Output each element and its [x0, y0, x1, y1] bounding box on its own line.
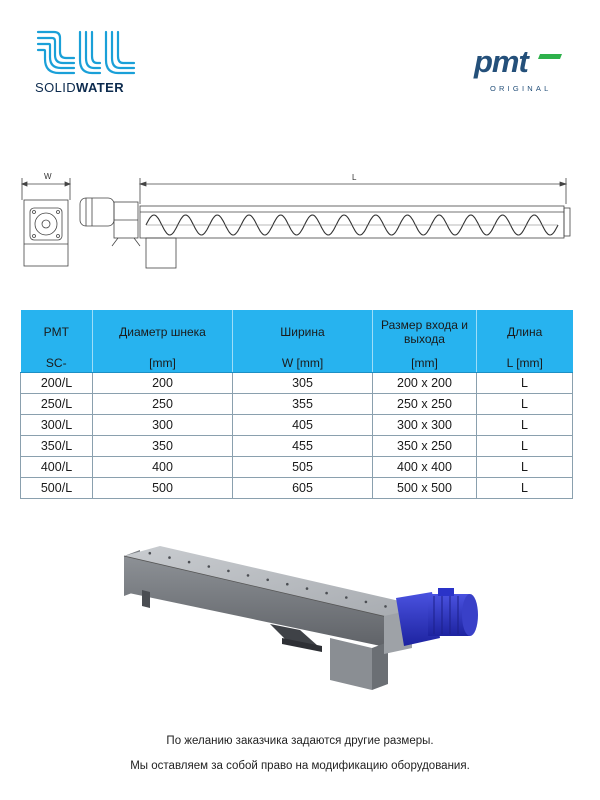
- bolt-icon: [246, 574, 250, 577]
- bolt-icon: [305, 587, 309, 590]
- header-model: SC-: [20, 354, 93, 373]
- motor-terminal-box: [438, 588, 454, 596]
- cell-inlet-outlet-size: 250 x 250: [372, 393, 477, 415]
- cell-model: 300/L: [20, 414, 93, 436]
- header-length: Длина: [476, 310, 573, 354]
- trough-lid: [124, 546, 430, 620]
- cell-screw-diameter: 500: [92, 477, 233, 499]
- cell-screw-diameter: 400: [92, 456, 233, 478]
- cell-width: 455: [232, 435, 373, 457]
- header-screw-diameter: [mm]: [92, 354, 233, 373]
- cell-inlet-outlet-size: 200 x 200: [372, 372, 477, 394]
- motor-end-cap: [462, 594, 478, 636]
- technical-drawing: W L: [20, 172, 571, 269]
- bolt-icon: [168, 556, 171, 559]
- bolt-icon: [227, 569, 230, 573]
- bolt-icon: [325, 591, 328, 595]
- cell-model: 500/L: [20, 477, 93, 499]
- header-length: L [mm]: [476, 354, 573, 373]
- cell-model: 400/L: [20, 456, 93, 478]
- support-leg: [142, 590, 150, 608]
- pmt-logo-text: pmt: [474, 44, 529, 79]
- width-label: W: [44, 172, 52, 181]
- cell-length: L: [476, 477, 573, 499]
- table-units-row: SC-[mm]W [mm][mm]L [mm]: [20, 354, 573, 373]
- bolt-icon: [266, 578, 270, 582]
- outlet-outline: [145, 237, 177, 269]
- cell-model: 250/L: [20, 393, 93, 415]
- cell-length: L: [476, 393, 573, 415]
- cell-inlet-outlet-size: 400 x 400: [372, 456, 477, 478]
- footer-note-custom-sizes: По желанию заказчика задаются другие раз…: [166, 735, 434, 747]
- header-screw-diameter: Диаметр шнека: [92, 310, 233, 354]
- cell-screw-diameter: 350: [92, 435, 233, 457]
- cell-screw-diameter: 300: [92, 414, 233, 436]
- cell-inlet-outlet-size: 350 x 250: [372, 435, 477, 457]
- cell-width: 505: [232, 456, 373, 478]
- bolt-icon: [286, 582, 289, 586]
- cell-width: 605: [232, 477, 373, 499]
- solidwater-wordmark: SOLIDWATER: [35, 80, 124, 95]
- cell-inlet-outlet-size: 300 x 300: [372, 414, 477, 436]
- header-width: W [mm]: [232, 354, 373, 373]
- cell-length: L: [476, 414, 573, 436]
- header-inlet-outlet-size: Размер входа и выхода: [372, 310, 477, 354]
- cell-length: L: [476, 456, 573, 478]
- bolt-icon: [345, 596, 348, 599]
- cell-length: L: [476, 372, 573, 394]
- pmt-logo-subtitle: ORIGINAL: [490, 84, 552, 93]
- support-bracket: [270, 624, 318, 646]
- cell-model: 350/L: [20, 435, 93, 457]
- cell-width: 405: [232, 414, 373, 436]
- cell-screw-diameter: 250: [92, 393, 233, 415]
- brand-light-text: SOLID: [35, 80, 77, 95]
- solidwater-logo-icon: [36, 30, 136, 75]
- brand-bold-text: WATER: [76, 80, 124, 95]
- support-bracket-base: [282, 638, 322, 652]
- product-render: [123, 546, 478, 690]
- bolt-icon: [364, 600, 368, 604]
- footer-note-modifications: Мы оставляем за собой право на модификац…: [130, 760, 470, 772]
- cell-width: 305: [232, 372, 373, 394]
- pmt-logo: pmt ORIGINAL: [470, 44, 570, 100]
- end-view-housing: [23, 199, 69, 267]
- trough-side-face: [124, 556, 400, 650]
- pmt-accent-icon: [538, 54, 562, 59]
- bolt-icon: [148, 551, 152, 555]
- length-label: L: [352, 173, 357, 182]
- cell-inlet-outlet-size: 500 x 500: [372, 477, 477, 499]
- cell-width: 355: [232, 393, 373, 415]
- motor-outline: [79, 197, 115, 227]
- header-model: PMT: [20, 310, 93, 354]
- outlet-box-front: [330, 638, 372, 690]
- trough-outline: [139, 205, 565, 239]
- cell-screw-diameter: 200: [92, 372, 233, 394]
- bolt-icon: [187, 560, 191, 564]
- header-inlet-outlet-size: [mm]: [372, 354, 477, 373]
- header-width: Ширина: [232, 310, 373, 354]
- cell-model: 200/L: [20, 372, 93, 394]
- cell-length: L: [476, 435, 573, 457]
- bolt-icon: [384, 605, 387, 608]
- bolt-icon: [207, 565, 211, 568]
